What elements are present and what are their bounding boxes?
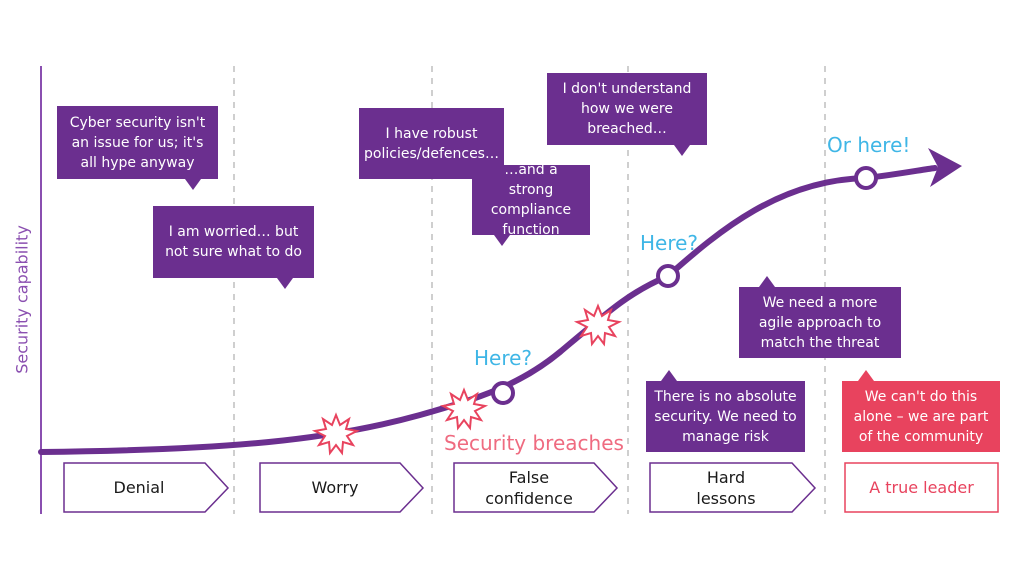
security-breaches-label: Security breaches: [444, 431, 624, 455]
stage-box-true-leader: [844, 462, 999, 513]
bubble-worried: I am worried… but not sure what to do: [153, 206, 314, 289]
breach-burst-icon: [311, 412, 361, 456]
bubble-compliance: …and a strong compliance function: [472, 162, 590, 246]
here-marker-icon: [491, 381, 515, 405]
here-label: Here?: [640, 231, 699, 255]
bubble-text: We can't do this alone – we are part of …: [853, 388, 989, 445]
curve-arrowhead: [928, 148, 962, 187]
stage-label-true-leader: A true leader: [869, 478, 974, 497]
here-marker-icon: [656, 264, 680, 288]
bubble-cyber-hype: Cyber security isn't an issue for us; it…: [57, 106, 218, 190]
stage-label-hard-lessons: Hard lessons: [696, 467, 756, 508]
stage-label-denial: Denial: [113, 478, 165, 497]
or-here-label: Or here!: [827, 133, 911, 157]
stage-label-worry: Worry: [311, 478, 359, 497]
bubble-text: I don't understand how we were breached…: [562, 81, 692, 137]
bubble-text: …and a strong compliance function: [490, 162, 572, 238]
bubble-no-absolute: There is no absolute security. We need t…: [646, 370, 805, 452]
breach-burst-icon: [439, 387, 489, 431]
bubble-tail-icon: [759, 276, 775, 287]
breach-burst-icon: [573, 303, 623, 347]
or-here-marker-icon: [854, 166, 878, 190]
stage-box-denial: [63, 462, 230, 513]
stage-label-false-confidence: False confidence: [485, 467, 573, 508]
bubble-dont-understand: I don't understand how we were breached…: [547, 73, 707, 156]
bubble-tail-icon: [674, 145, 690, 156]
bubble-text: We need a more agile approach to match t…: [758, 294, 882, 351]
y-axis-label: Security capability: [12, 225, 32, 374]
bubble-tail-icon: [185, 179, 201, 190]
bubble-agile: We need a more agile approach to match t…: [739, 276, 901, 358]
bubble-text: I have robust policies/defences…: [364, 125, 499, 162]
bubble-tail-icon: [277, 278, 293, 289]
bubble-community: We can't do this alone – we are part of …: [842, 370, 1000, 452]
bubble-tail-icon: [661, 370, 677, 381]
stage-box-worry: [259, 462, 425, 513]
bubble-tail-icon: [858, 370, 874, 381]
bubble-text: Cyber security isn't an issue for us; it…: [69, 114, 206, 171]
bubble-tail-icon: [494, 235, 510, 246]
stage-box-false-confidence: [453, 462, 619, 513]
stage-box-hard-lessons: [649, 462, 817, 513]
bubble-text: I am worried… but not sure what to do: [165, 224, 302, 260]
here-label: Here?: [474, 346, 533, 370]
bubble-text: There is no absolute security. We need t…: [654, 388, 797, 445]
